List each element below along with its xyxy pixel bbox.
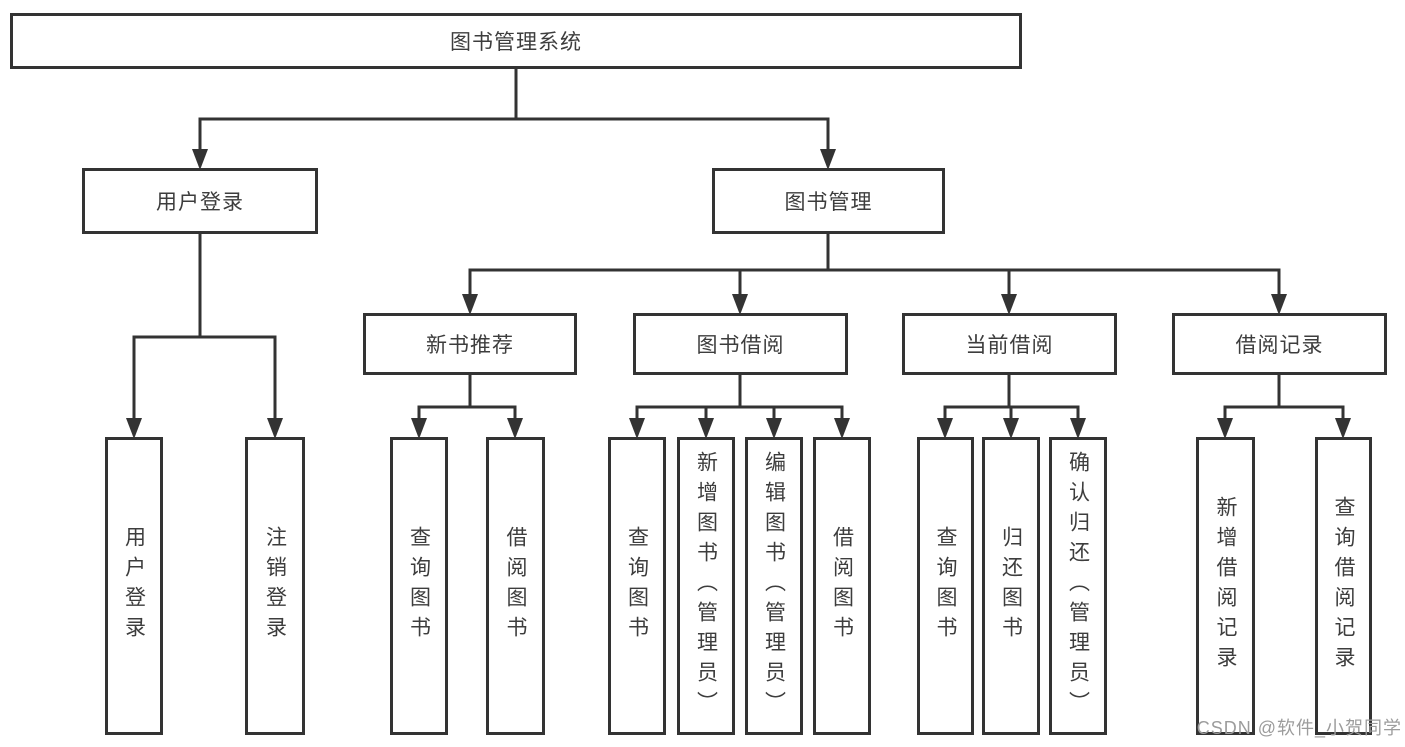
node-current-borrowing: 当前借阅 <box>902 313 1117 375</box>
node-book-management: 图书管理 <box>712 168 945 234</box>
node-leaf-add-borrow-record: 新增借阅记录 <box>1196 437 1255 735</box>
node-leaf-edit-books-admin: 编辑图书（管理员） <box>745 437 803 735</box>
node-leaf-return-books: 归还图书 <box>982 437 1040 735</box>
node-label-leaf-add-books-admin: 新增图书（管理员） <box>694 451 718 721</box>
arrowhead-icon <box>462 294 478 315</box>
node-label-leaf-query-books-current: 查询图书 <box>934 526 957 646</box>
node-leaf-query-books-borrowing: 查询图书 <box>608 437 666 735</box>
arrowhead-icon <box>1003 418 1019 439</box>
node-label-leaf-logout: 注销登录 <box>263 526 287 646</box>
node-leaf-add-books-admin: 新增图书（管理员） <box>677 437 735 735</box>
node-label-leaf-edit-books-admin: 编辑图书（管理员） <box>762 451 786 721</box>
arrowhead-icon <box>732 294 748 315</box>
node-leaf-query-books-recommend: 查询图书 <box>390 437 448 735</box>
node-leaf-user-login: 用户登录 <box>105 437 163 735</box>
node-label-book-borrowing: 图书借阅 <box>696 334 785 357</box>
node-label-leaf-user-login: 用户登录 <box>122 526 146 646</box>
node-label-borrowing-records: 借阅记录 <box>1235 334 1324 357</box>
arrowhead-icon <box>629 418 645 439</box>
arrowhead-icon <box>834 418 850 439</box>
arrowhead-icon <box>820 149 836 170</box>
node-label-leaf-return-books: 归还图书 <box>999 526 1023 646</box>
node-leaf-borrow-books-recommend: 借阅图书 <box>486 437 545 735</box>
node-book-borrowing: 图书借阅 <box>633 313 848 375</box>
node-label-user-login: 用户登录 <box>156 191 244 214</box>
node-label-new-book-recommend: 新书推荐 <box>426 334 514 357</box>
watermark-text: CSDN @软件_小贺同学 <box>1196 718 1402 738</box>
node-label-leaf-borrow-books-borrowing: 借阅图书 <box>830 526 854 646</box>
node-label-leaf-confirm-return-admin: 确认归还（管理员） <box>1066 451 1090 721</box>
node-new-book-recommend: 新书推荐 <box>363 313 577 375</box>
node-label-book-management: 图书管理 <box>784 191 873 214</box>
arrowhead-icon <box>766 418 782 439</box>
node-root: 图书管理系统 <box>10 13 1022 69</box>
arrowhead-icon <box>1217 418 1233 439</box>
node-label-leaf-borrow-books-recommend: 借阅图书 <box>504 526 527 646</box>
node-leaf-borrow-books-borrowing: 借阅图书 <box>813 437 871 735</box>
node-leaf-confirm-return-admin: 确认归还（管理员） <box>1049 437 1107 735</box>
arrowhead-icon <box>507 418 523 439</box>
arrowhead-icon <box>1070 418 1086 439</box>
arrowhead-icon <box>1335 418 1351 439</box>
node-label-leaf-query-books-borrowing: 查询图书 <box>625 526 649 646</box>
node-label-leaf-query-books-recommend: 查询图书 <box>407 526 431 646</box>
node-label-leaf-add-borrow-record: 新增借阅记录 <box>1214 496 1237 676</box>
arrowhead-icon <box>937 418 953 439</box>
node-label-leaf-query-borrow-record: 查询借阅记录 <box>1332 496 1355 676</box>
node-label-current-borrowing: 当前借阅 <box>965 334 1054 357</box>
node-user-login: 用户登录 <box>82 168 318 234</box>
arrowhead-icon <box>411 418 427 439</box>
arrowhead-icon <box>698 418 714 439</box>
arrowhead-icon <box>267 418 283 439</box>
node-leaf-query-borrow-record: 查询借阅记录 <box>1315 437 1372 735</box>
arrowhead-icon <box>192 149 208 170</box>
node-borrowing-records: 借阅记录 <box>1172 313 1387 375</box>
node-leaf-logout: 注销登录 <box>245 437 305 735</box>
arrowhead-icon <box>1271 294 1287 315</box>
arrowhead-icon <box>1001 294 1017 315</box>
node-leaf-query-books-current: 查询图书 <box>917 437 974 735</box>
node-label-root: 图书管理系统 <box>450 31 582 54</box>
arrowhead-icon <box>126 418 142 439</box>
